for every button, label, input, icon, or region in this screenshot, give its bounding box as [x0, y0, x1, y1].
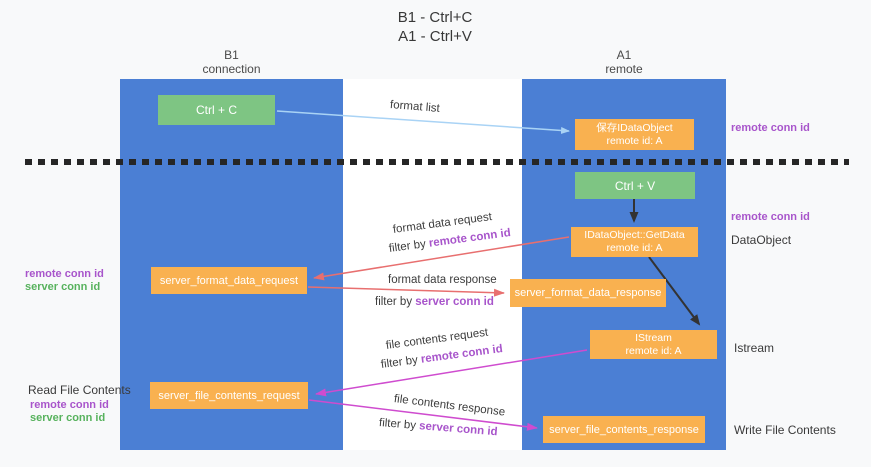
istream-side-label: Istream	[734, 341, 775, 355]
istream-line1: IStream	[635, 331, 672, 344]
getdata-line1: IDataObject::GetData	[584, 229, 685, 241]
dataobject-label: DataObject	[731, 233, 792, 247]
server-format-data-response-label: server_format_data_response	[514, 287, 662, 299]
format-server-conn-id-label: server conn id	[25, 281, 101, 293]
ctrl-v-label: Ctrl + V	[614, 178, 656, 193]
lane-a1-name: A1	[616, 48, 632, 62]
network-gap-band	[343, 79, 522, 450]
lane-a1-role: remote	[605, 62, 643, 76]
server-conn-id-key: server conn id	[415, 296, 494, 308]
page-title-line2: A1 - Ctrl+V	[398, 28, 472, 45]
file-remote-conn-id-label: remote conn id	[30, 399, 109, 411]
format-response-label: format data response	[388, 274, 497, 286]
server-file-contents-request-label: server_file_contents_request	[158, 389, 300, 402]
format-remote-conn-id-label: remote conn id	[25, 268, 104, 280]
filter-by-text: filter by	[375, 296, 416, 308]
ctrl-c-label: Ctrl + C	[195, 103, 237, 117]
saved-idataobject-box: 保存IDataObject remote id: A	[575, 119, 694, 150]
getdata-box: IDataObject::GetData remote id: A	[571, 227, 698, 257]
file-server-conn-id-label: server conn id	[30, 412, 106, 424]
getdata-line2: remote id: A	[606, 242, 663, 254]
page-title: B1 - Ctrl+C A1 - Ctrl+V	[300, 8, 570, 46]
page-title-line1: B1 - Ctrl+C	[397, 9, 473, 26]
lane-header-a1: A1 remote	[522, 48, 726, 76]
format-response-filter-label: filter by server conn id	[375, 296, 494, 308]
istream-line2: remote id: A	[625, 344, 682, 357]
saved-idataobject-line1: 保存IDataObject	[596, 121, 673, 134]
server-format-data-response-box: server_format_data_response	[510, 279, 666, 307]
remote-conn-id-label-mid: remote conn id	[731, 211, 810, 223]
lane-b1-role: connection	[202, 62, 261, 76]
istream-box: IStream remote id: A	[590, 330, 717, 359]
write-file-contents-label: Write File Contents	[734, 423, 836, 437]
server-file-contents-request-box: server_file_contents_request	[150, 382, 308, 409]
read-file-contents-label: Read File Contents	[28, 383, 131, 397]
ctrl-v-box: Ctrl + V	[575, 172, 695, 199]
server-file-contents-response-label: server_file_contents_response	[549, 423, 699, 436]
server-file-contents-response-box: server_file_contents_response	[543, 416, 705, 443]
saved-idataobject-line2: remote id: A	[606, 134, 663, 147]
lane-header-b1: B1 connection	[120, 48, 343, 76]
remote-conn-id-label-top: remote conn id	[731, 122, 810, 134]
lane-b1-name: B1	[224, 48, 239, 62]
server-format-data-request-label: server_format_data_request	[159, 274, 299, 287]
server-format-data-request-box: server_format_data_request	[151, 267, 307, 294]
ctrl-c-box: Ctrl + C	[158, 95, 275, 125]
